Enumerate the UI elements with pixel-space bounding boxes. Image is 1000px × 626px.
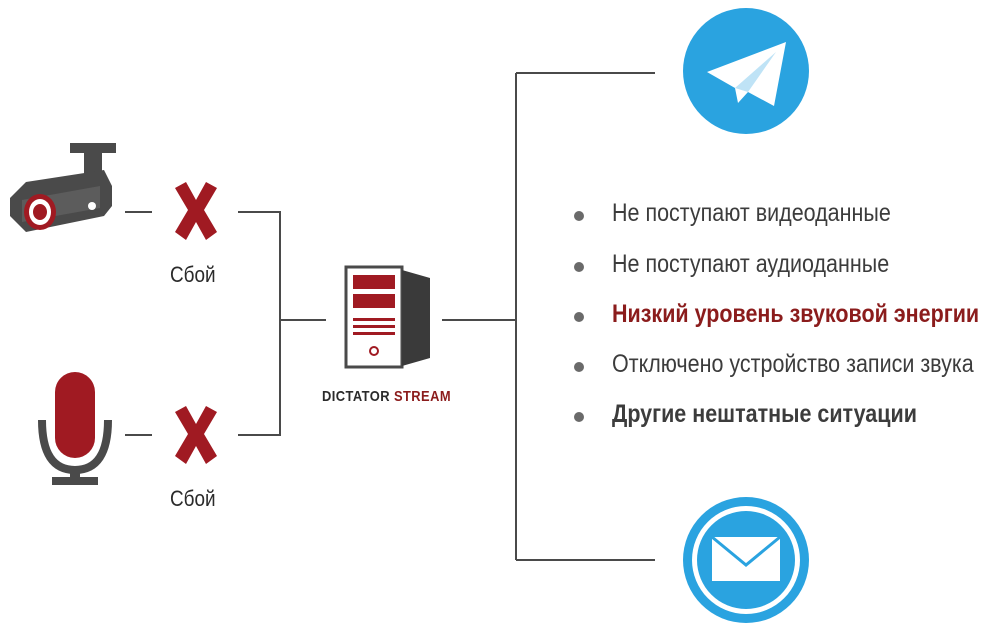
event-text: Низкий уровень звуковой энергии	[612, 300, 980, 328]
connector-lines	[125, 72, 655, 561]
event-text: Не поступают аудиоданные	[612, 250, 890, 278]
mic-fail-to-hub-line	[238, 320, 281, 436]
microphone-icon	[38, 372, 112, 485]
telegram-icon[interactable]	[683, 8, 809, 134]
mic-failure-x-icon	[175, 406, 217, 464]
server-label-main: DICTATOR	[322, 388, 394, 405]
camera-failure-x-icon	[175, 182, 217, 240]
bullet-icon	[574, 412, 584, 422]
event-text: Отключено устройство записи звука	[612, 350, 974, 378]
event-text: Другие нештатные ситуации	[612, 400, 917, 428]
event-text: Не поступают видеоданные	[612, 199, 891, 227]
camera-fail-to-hub-line	[238, 211, 281, 320]
camera-status-label: Сбой	[170, 262, 216, 287]
server-tower-icon	[344, 265, 430, 369]
security-camera-icon	[10, 143, 116, 232]
server-label-accent: STREAM	[393, 388, 452, 405]
bullet-icon	[574, 362, 584, 372]
bullet-icon	[574, 262, 584, 272]
mic-status-label: Сбой	[170, 486, 216, 511]
envelope-icon[interactable]	[683, 497, 809, 623]
server-label: DICTATOR STREAM	[322, 388, 451, 405]
bullet-icon	[574, 211, 584, 221]
bullet-icon	[574, 312, 584, 322]
